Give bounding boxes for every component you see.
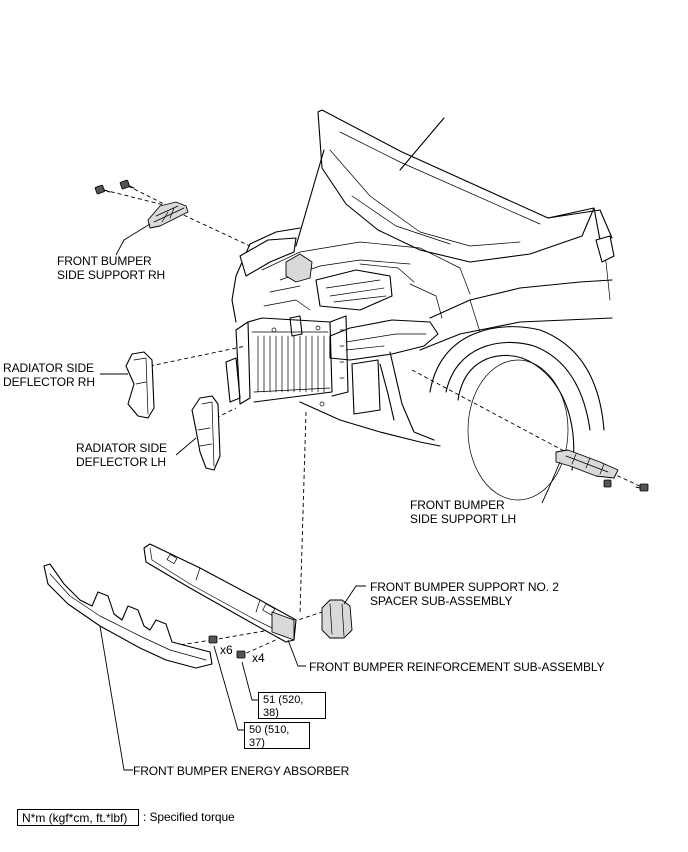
bolt-icon <box>635 483 649 492</box>
leader-lines <box>99 223 561 771</box>
vehicle-illustration <box>225 109 615 501</box>
bolt-icon <box>603 479 612 488</box>
bolt-icon <box>208 635 218 644</box>
bolt-icon <box>94 184 111 195</box>
label-side-support-rh: FRONT BUMPER SIDE SUPPORT RH <box>57 254 166 282</box>
quantity-x6: x6 <box>220 643 233 657</box>
bolt-icon <box>236 650 246 659</box>
bolt-icon <box>119 179 135 190</box>
front-bumper-side-support-lh <box>555 449 619 479</box>
front-bumper-side-support-rh <box>147 201 189 229</box>
torque-box-50: 50 (510, 37) <box>244 722 310 749</box>
label-support-no2-spacer: FRONT BUMPER SUPPORT NO. 2 SPACER SUB-AS… <box>370 580 559 608</box>
label-deflector-rh: RADIATOR SIDE DEFLECTOR RH <box>3 361 95 389</box>
label-reinforcement: FRONT BUMPER REINFORCEMENT SUB-ASSEMBLY <box>309 660 605 674</box>
front-bumper-energy-absorber <box>43 563 213 669</box>
torque-box-51: 51 (520, 38) <box>258 692 326 719</box>
front-bumper-support-no2-spacer <box>321 599 353 639</box>
torque-legend-text: : Specified torque <box>143 810 235 824</box>
label-energy-absorber: FRONT BUMPER ENERGY ABSORBER <box>133 764 350 778</box>
front-bumper-reinforcement <box>143 543 297 643</box>
label-deflector-lh: RADIATOR SIDE DEFLECTOR LH <box>76 441 167 469</box>
label-side-support-lh: FRONT BUMPER SIDE SUPPORT LH <box>410 498 517 526</box>
torque-legend-box: N*m (kgf*cm, ft.*lbf) <box>17 809 139 826</box>
quantity-x4: x4 <box>252 651 265 665</box>
radiator-side-deflector-rh <box>125 351 155 419</box>
radiator-side-deflector-lh <box>191 395 221 471</box>
